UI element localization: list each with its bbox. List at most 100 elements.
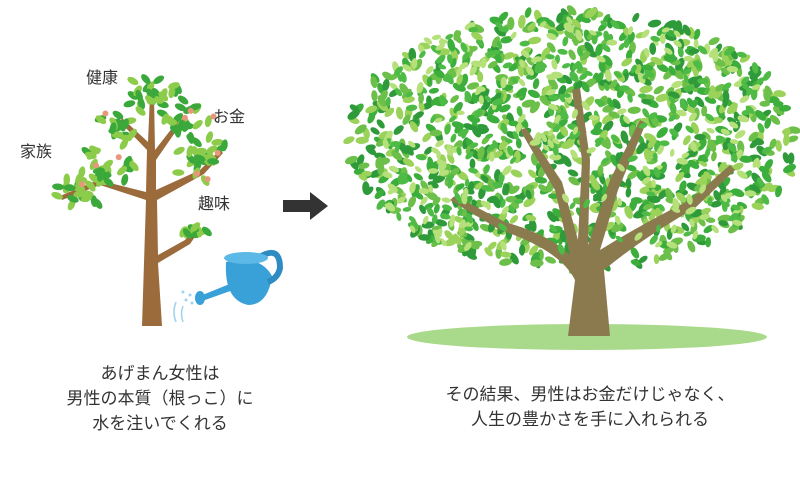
leaf: [526, 66, 535, 76]
fruit: [115, 154, 122, 161]
leaf: [530, 259, 544, 267]
leaf: [430, 115, 436, 124]
leaf: [752, 157, 760, 168]
leaf: [527, 36, 542, 45]
leaf: [711, 225, 719, 234]
leaf: [465, 151, 474, 160]
leaf: [548, 77, 559, 90]
leaf: [639, 85, 653, 94]
leaf: [474, 108, 483, 119]
leaf: [446, 174, 455, 182]
leaf: [641, 29, 650, 39]
leaf: [693, 39, 699, 49]
leaf: [545, 54, 555, 60]
leaf: [751, 62, 759, 74]
leaf: [572, 126, 579, 135]
leaf: [577, 46, 583, 57]
leaf: [757, 122, 765, 134]
leaf: [642, 108, 650, 118]
left-caption-line: 男性の本質（根っこ）に: [66, 389, 254, 409]
leaf: [480, 57, 487, 69]
leaf: [86, 180, 96, 192]
leaf: [557, 48, 568, 55]
leaf: [524, 7, 532, 18]
leaf: [608, 111, 620, 119]
leaf: [494, 52, 502, 64]
leaf: [447, 38, 456, 52]
leaf: [502, 165, 512, 176]
leaf: [693, 28, 701, 40]
big-tree-canopy-front: [376, 16, 772, 255]
leaf: [444, 230, 454, 240]
leaf: [561, 193, 570, 203]
leaf: [610, 19, 620, 29]
leaf: [532, 78, 540, 90]
leaf: [467, 181, 475, 193]
leaf: [462, 51, 470, 61]
leaf: [384, 130, 393, 142]
leaf: [422, 132, 432, 143]
leaf: [681, 161, 691, 175]
leaf: [659, 161, 667, 174]
leaf: [384, 203, 396, 212]
leaf: [761, 171, 772, 183]
leaf: [445, 33, 454, 40]
leaf: [692, 60, 703, 69]
leaf: [173, 146, 185, 155]
leaf: [434, 117, 443, 123]
leaf: [656, 63, 669, 73]
fruit: [93, 162, 100, 169]
leaf: [365, 146, 377, 156]
leaf: [736, 170, 748, 179]
leaf: [507, 16, 515, 30]
leaf: [656, 224, 661, 233]
leaf: [685, 105, 695, 114]
leaf: [97, 169, 106, 182]
leaf: [485, 133, 494, 139]
leaf: [656, 145, 664, 155]
leaf: [732, 60, 742, 70]
leaf: [547, 139, 555, 149]
leaf: [515, 122, 522, 133]
leaf: [398, 142, 409, 155]
right-caption: その結果、男性はお金だけじゃなく、 人生の豊かさを手に入れられる: [400, 383, 780, 433]
small-tree-leaves: [51, 74, 228, 239]
leaf: [405, 91, 414, 98]
leaf: [402, 96, 415, 104]
leaf: [570, 149, 578, 159]
leaf: [387, 183, 398, 193]
leaf: [600, 20, 608, 27]
leaf: [508, 185, 520, 195]
leaf: [423, 202, 434, 210]
leaf: [75, 172, 83, 185]
leaf: [418, 93, 425, 104]
leaf: [121, 173, 129, 186]
fruit: [181, 114, 188, 121]
leaf: [119, 138, 129, 150]
leaf: [464, 178, 470, 187]
leaf: [643, 148, 652, 163]
leaf: [527, 89, 540, 98]
leaf: [512, 131, 519, 140]
leaf: [468, 45, 478, 53]
leaf: [641, 211, 651, 217]
leaf: [726, 65, 739, 73]
leaf: [468, 167, 478, 174]
leaf: [580, 81, 590, 93]
leaf: [699, 184, 707, 194]
leaf: [376, 199, 386, 210]
leaf: [632, 12, 640, 23]
leaf: [721, 201, 728, 212]
leaf: [756, 177, 764, 187]
leaf: [426, 95, 433, 107]
leaf: [455, 67, 463, 76]
label-health: 健康: [86, 68, 119, 87]
leaf: [397, 178, 409, 185]
leaf: [658, 189, 667, 200]
leaf: [435, 140, 445, 148]
leaf: [408, 216, 416, 223]
leaf: [534, 176, 548, 184]
leaf: [701, 105, 708, 117]
leaf: [653, 167, 661, 178]
leaf: [611, 100, 621, 109]
